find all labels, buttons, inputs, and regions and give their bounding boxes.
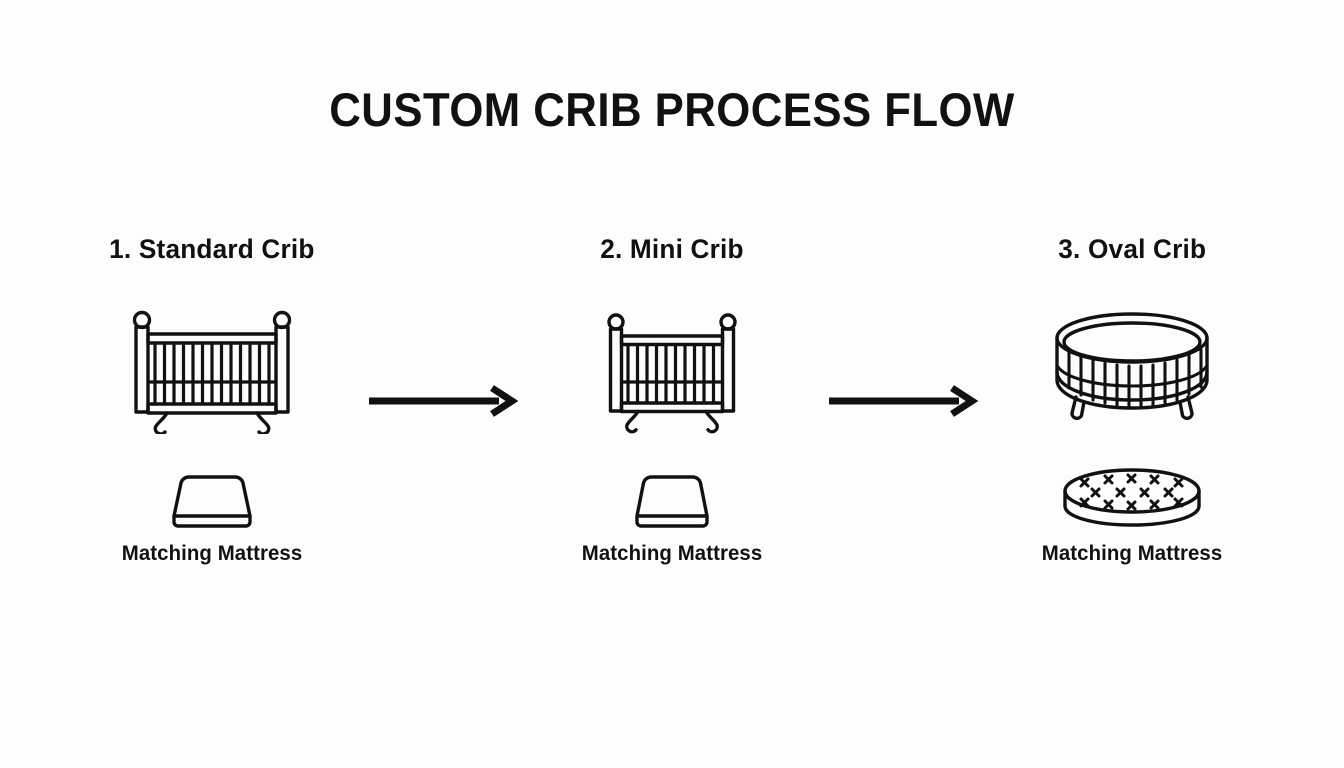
standard-mattress-illustration [147,462,277,528]
step-mini-crib: 2. Mini Crib [528,232,816,566]
standard-crib-icon [132,310,292,434]
right-arrow-icon [829,385,978,417]
flow-row: 1. Standard Crib [0,232,1344,592]
rectangular-mattress-icon [635,475,709,528]
oval-crib-icon [1055,312,1209,421]
mini-crib-icon [607,313,737,434]
rectangular-mattress-icon [172,475,252,528]
step-oval-crib: 3. Oval Crib [988,232,1276,566]
right-arrow-icon [369,385,518,417]
oval-mattress-icon [1063,468,1201,527]
mini-crib-illustration [602,308,742,434]
step-label: 1. Standard Crib [109,234,315,264]
mattress-label: Matching Mattress [1041,542,1223,565]
mattress-label: Matching Mattress [581,542,763,565]
oval-mattress-illustration [1057,462,1207,528]
step-label: 2. Mini Crib [600,234,744,264]
step-standard-crib: 1. Standard Crib [68,232,356,566]
mini-mattress-illustration [612,462,732,528]
connector-1 [356,232,528,418]
step-label: 3. Oval Crib [1058,234,1206,264]
page-title: CUSTOM CRIB PROCESS FLOW [329,83,1015,136]
standard-crib-illustration [127,308,297,434]
mattress-label: Matching Mattress [121,542,303,565]
oval-crib-illustration [1050,308,1214,434]
connector-2 [816,232,988,418]
